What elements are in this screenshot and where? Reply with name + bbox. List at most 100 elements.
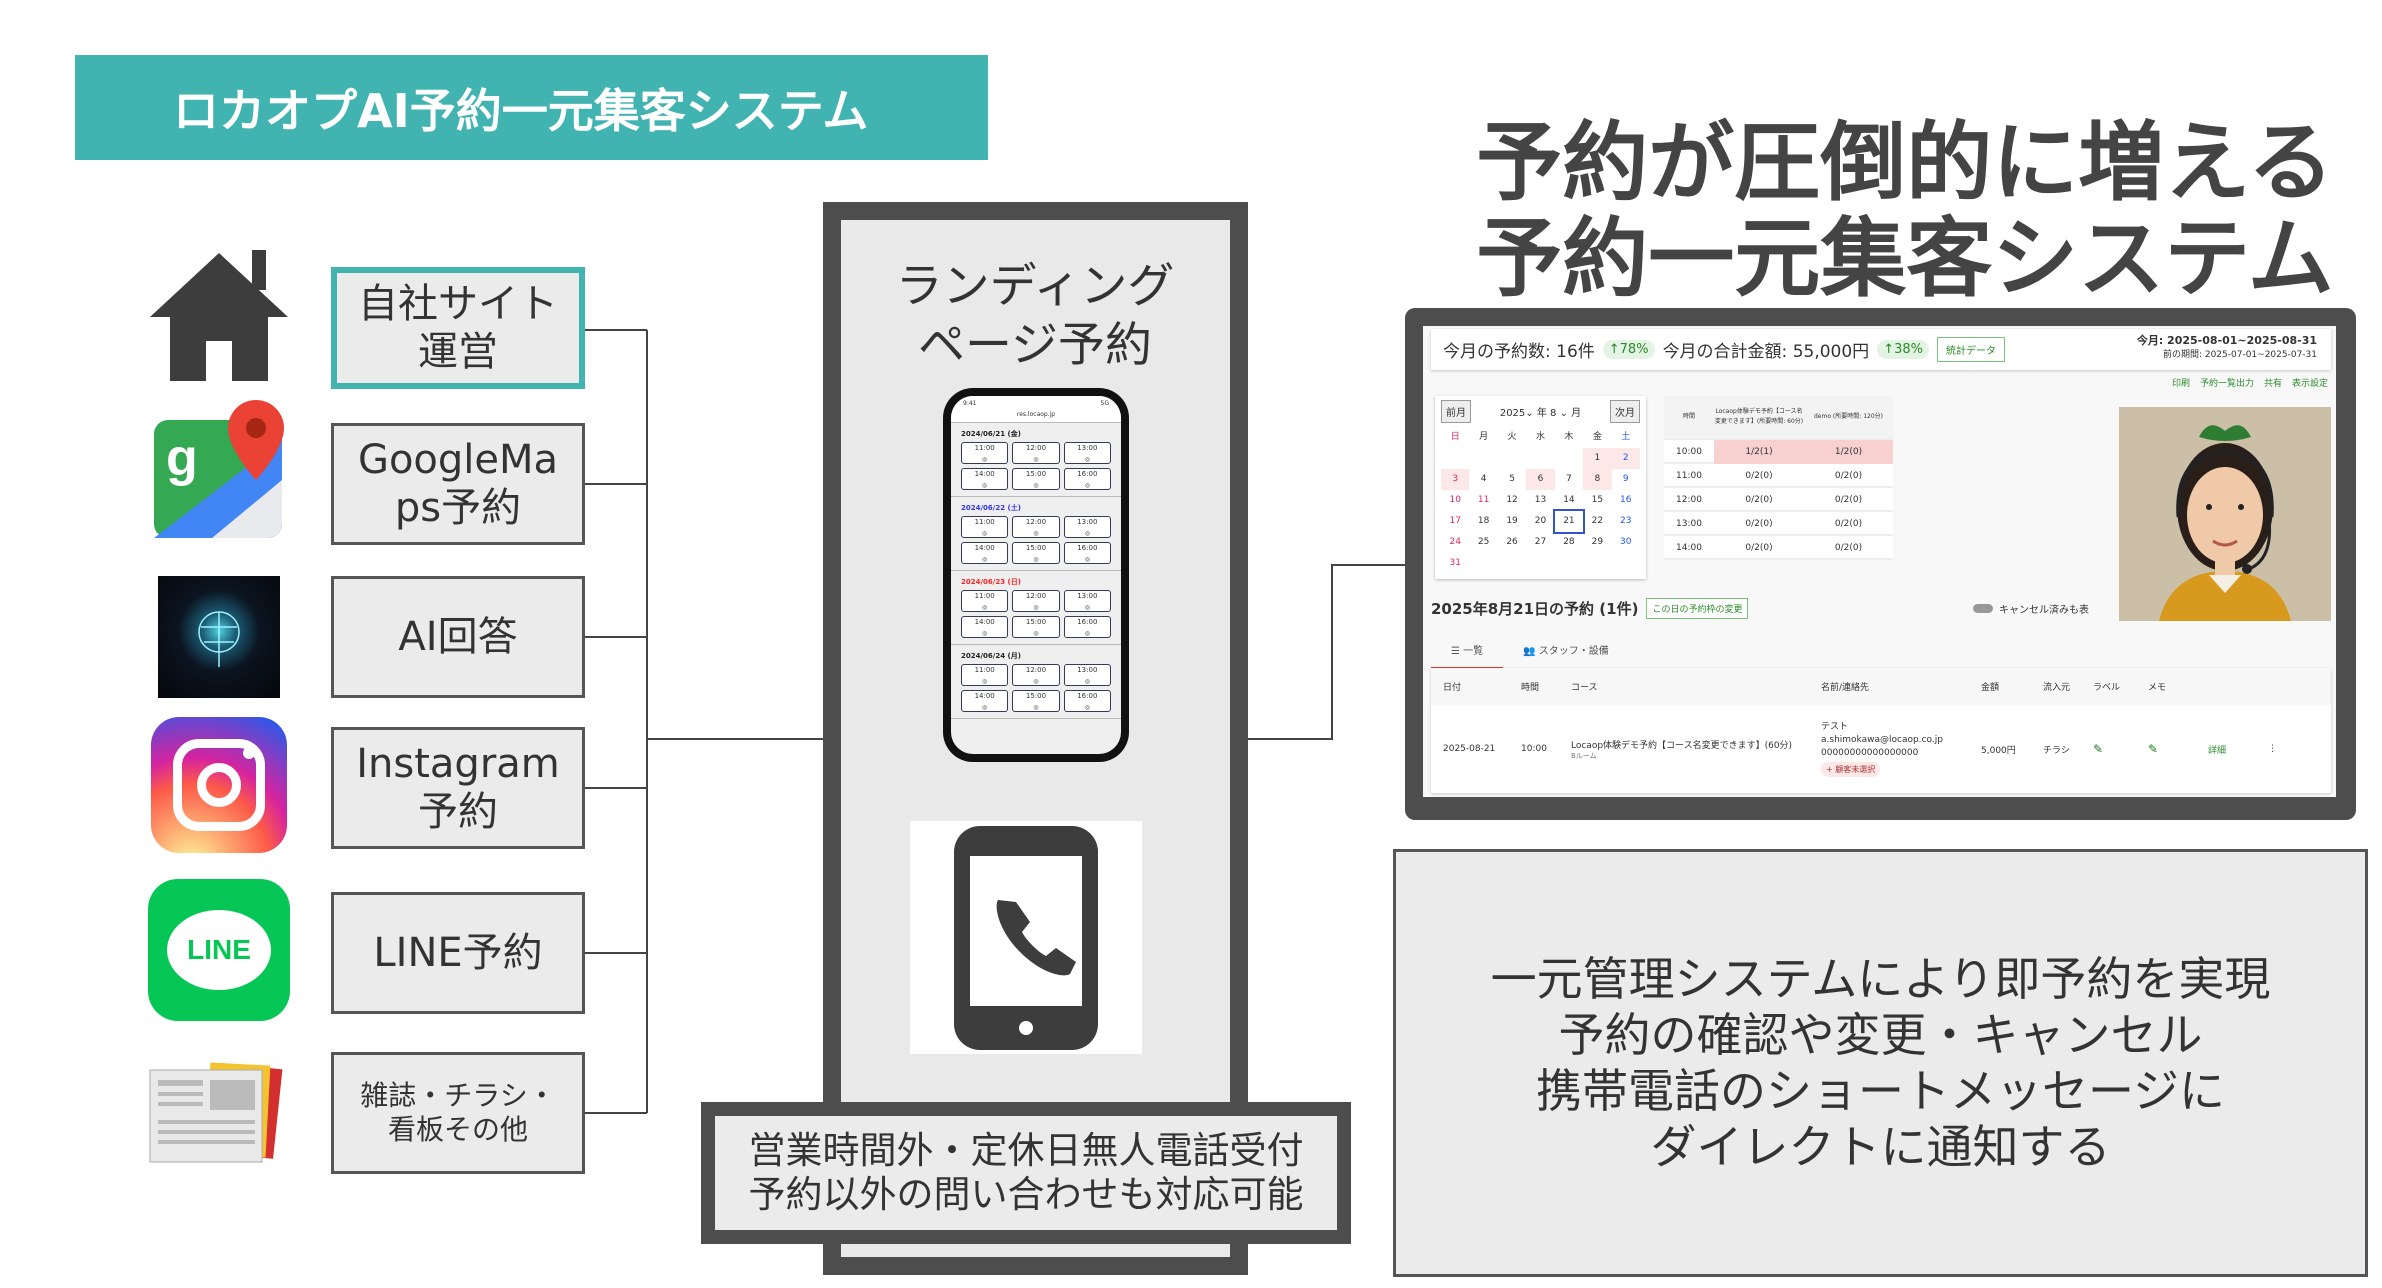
calendar-day[interactable]: 16: [1620, 495, 1632, 505]
calendar-day[interactable]: 25: [1477, 537, 1490, 547]
detail-link[interactable]: 詳細: [2208, 745, 2227, 756]
calendar-day[interactable]: 1: [1583, 448, 1612, 469]
feature-line: 一元管理システムにより即予約を実現: [1490, 951, 2271, 1006]
time-slot-button[interactable]: 12:00◎: [1012, 442, 1060, 464]
stats-button[interactable]: 統計データ: [1936, 337, 2005, 362]
time-slot-button[interactable]: 13:00◎: [1063, 442, 1111, 464]
calendar-day[interactable]: 8: [1583, 469, 1612, 490]
change-slots-button[interactable]: この日の予約枠の変更: [1646, 598, 1749, 619]
calendar-day[interactable]: 7: [1566, 474, 1572, 484]
show-cancelled-toggle[interactable]: キャンセル済みも表: [1973, 601, 2089, 616]
timetable-header: 時間: [1682, 413, 1695, 420]
display-settings-button[interactable]: 表示設定: [2291, 379, 2328, 389]
time-slot-button[interactable]: 12:00◎: [1012, 516, 1060, 538]
time-slot-button[interactable]: 11:00◎: [961, 442, 1009, 464]
time-slot-button[interactable]: 11:00◎: [961, 664, 1009, 686]
calendar-day[interactable]: 24: [1449, 537, 1461, 547]
table-row[interactable]: 2025-08-21 10:00 Locaop体験デモ予約【コース名変更できます…: [1431, 705, 2331, 793]
time-slot-button[interactable]: 16:00◎: [1063, 616, 1111, 638]
time-slot-button[interactable]: 16:00◎: [1063, 468, 1111, 490]
next-month-button[interactable]: 次月: [1609, 400, 1640, 423]
time-slot-button[interactable]: 11:00◎: [961, 516, 1009, 538]
edit-memo-icon[interactable]: ✎: [2148, 742, 2159, 756]
time-slot-button[interactable]: 12:00◎: [1012, 590, 1060, 612]
time-slot-button[interactable]: 15:00◎: [1012, 468, 1060, 490]
house-icon: [148, 250, 290, 381]
time-slot-button[interactable]: 14:00◎: [961, 542, 1009, 564]
time-slot-button[interactable]: 15:00◎: [1012, 616, 1060, 638]
day-heading: 2024/06/24 (月): [961, 652, 1021, 660]
day-reservations-title: 2025年8月21日の予約 (1件)この日の予約枠の変更: [1431, 598, 1749, 619]
calendar-day[interactable]: 6: [1526, 469, 1555, 490]
time-slot-button[interactable]: 15:00◎: [1012, 542, 1060, 564]
month-selector[interactable]: 2025⌄ 年 8 ⌄ 月: [1499, 408, 1582, 419]
calendar-day[interactable]: 11: [1477, 495, 1490, 505]
reservation-dashboard: 今月の予約数: 16件 ↑78% 今月の合計金額: 55,000円 ↑38% 統…: [1405, 308, 2356, 820]
calendar-day[interactable]: 23: [1620, 516, 1632, 526]
landing-page-title: ランディング ページ予約: [860, 258, 1210, 376]
column-header: 名前/連絡先: [1821, 683, 1870, 693]
tab-staff[interactable]: 👥 スタッフ・設備: [1523, 646, 1609, 657]
timetable-cell: 11:00: [1676, 471, 1702, 481]
calendar-day[interactable]: 2: [1611, 448, 1640, 469]
operator-photo: [2119, 407, 2331, 621]
time-slot-button[interactable]: 16:00◎: [1063, 690, 1111, 712]
calendar-day[interactable]: 20: [1534, 516, 1547, 526]
svg-text:g: g: [166, 429, 198, 487]
cell-amount: 5,000円: [1981, 745, 2016, 756]
calendar-day[interactable]: 28: [1563, 537, 1575, 547]
calendar-day[interactable]: 4: [1480, 474, 1487, 484]
print-button[interactable]: 印刷: [2171, 379, 2190, 389]
calendar-day[interactable]: 15: [1591, 495, 1604, 505]
time-slot-button[interactable]: 13:00◎: [1063, 516, 1111, 538]
time-slot-button[interactable]: 13:00◎: [1063, 590, 1111, 612]
calendar-day[interactable]: 27: [1534, 537, 1547, 547]
calendar-day[interactable]: 10: [1449, 495, 1461, 505]
calendar-day[interactable]: 3: [1441, 469, 1470, 490]
calendar-day[interactable]: 30: [1620, 537, 1632, 547]
toggle-switch[interactable]: [1973, 604, 1993, 613]
calendar-day[interactable]: 29: [1591, 537, 1604, 547]
channel-own-site: 自社サイト 運営: [331, 267, 585, 389]
time-slot-button[interactable]: 11:00◎: [961, 590, 1009, 612]
time-slot-button[interactable]: 14:00◎: [961, 468, 1009, 490]
calendar-day[interactable]: 18: [1477, 516, 1490, 526]
prev-month-button[interactable]: 前月: [1441, 400, 1471, 423]
customer-tag[interactable]: + 顧客未選択: [1821, 762, 1881, 777]
tab-list[interactable]: ☰ 一覧: [1431, 638, 1504, 670]
timetable-cell: 0/2(0): [1834, 543, 1863, 553]
feature-line: 予約の確認や変更・キャンセル: [1558, 1007, 2203, 1062]
calendar-day[interactable]: 5: [1509, 474, 1515, 484]
calendar-day[interactable]: 12: [1506, 495, 1518, 505]
day-heading: 2024/06/21 (金): [961, 430, 1021, 438]
calendar-day[interactable]: 19: [1506, 516, 1518, 526]
time-slot-button[interactable]: 13:00◎: [1063, 664, 1111, 686]
calendar-day[interactable]: 22: [1591, 516, 1604, 526]
magazine-icon: [148, 1050, 290, 1180]
timetable-cell: 0/2(0): [1745, 543, 1773, 553]
time-slot-button[interactable]: 12:00◎: [1012, 664, 1060, 686]
timetable-cell: 13:00: [1676, 519, 1702, 529]
calendar-day[interactable]: 26: [1506, 537, 1518, 547]
calendar-day[interactable]: 13: [1534, 495, 1547, 505]
share-button[interactable]: 共有: [2263, 379, 2282, 389]
calendar-day[interactable]: 31: [1449, 558, 1461, 568]
calendar-day[interactable]: 9: [1622, 474, 1629, 484]
time-slot-button[interactable]: 14:00◎: [961, 690, 1009, 712]
time-slot-button[interactable]: 15:00◎: [1012, 690, 1060, 712]
time-slot-button[interactable]: 16:00◎: [1063, 542, 1111, 564]
calendar-day[interactable]: 21: [1552, 509, 1586, 534]
edit-label-icon[interactable]: ✎: [2093, 742, 2104, 756]
more-menu-icon[interactable]: ⋮: [2268, 744, 2277, 754]
export-button[interactable]: 予約一覧出力: [2199, 379, 2254, 389]
calendar-day[interactable]: 17: [1449, 516, 1461, 526]
time-slot-button[interactable]: 14:00◎: [961, 616, 1009, 638]
calendar-day[interactable]: 14: [1563, 495, 1575, 505]
